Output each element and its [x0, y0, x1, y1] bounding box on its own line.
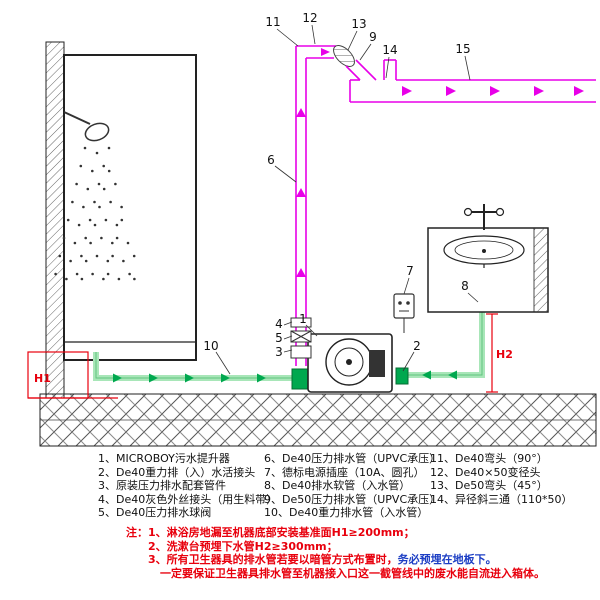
callout-5: 5 — [275, 331, 283, 345]
power-socket — [393, 293, 415, 333]
note-line-1: 注：1、淋浴房地漏至机器底部安装基准面H1≥200mm； — [126, 526, 415, 539]
pump-unit — [307, 333, 393, 393]
callout-4: 4 — [275, 317, 283, 331]
callout-7: 7 — [406, 264, 414, 278]
diagonal-pipe-run — [345, 59, 397, 81]
callout-13: 13 — [351, 17, 366, 31]
note-line-2: 2、洗漱台预埋下水管H2≥300mm； — [148, 539, 338, 553]
flow-arrow-right-icons — [113, 373, 266, 383]
gravity-drain-pipe-left — [93, 352, 292, 383]
duct-flow-right-icons — [402, 86, 584, 96]
callout-1: 1 — [299, 312, 307, 326]
reducer-fitting — [333, 45, 355, 67]
left-wall — [45, 41, 65, 399]
main-discharge-duct — [349, 79, 596, 103]
callout-15: 15 — [455, 42, 470, 56]
sink-unit — [427, 227, 549, 313]
shower-head-icon — [63, 111, 110, 142]
flow-arrow-left-icons — [422, 370, 457, 380]
faucet-icon — [463, 204, 505, 230]
callout-3: 3 — [275, 345, 283, 359]
callout-11: 11 — [265, 15, 280, 29]
note-line-3-blue: 务必预埋在地板下。 — [397, 553, 497, 566]
shower-spray-dots — [54, 146, 136, 281]
callout-2: 2 — [413, 339, 421, 353]
callout-12: 12 — [302, 11, 317, 25]
gravity-drain-pipe-right — [406, 306, 485, 380]
inlet-connectors — [291, 367, 409, 390]
callout-8: 8 — [461, 279, 469, 293]
h2-label: H2 — [496, 348, 513, 361]
fitting-stack — [290, 317, 312, 359]
pressure-discharge-pipe — [295, 45, 336, 366]
callout-14: 14 — [382, 43, 397, 57]
shower-stall — [63, 54, 197, 361]
h1-dimension — [27, 351, 118, 399]
discharge-flow-up-icons — [296, 48, 330, 277]
note-line-3-red: 3、所有卫生器具的排水管若要以暗管方式布置时， — [148, 553, 398, 566]
install-notes: 注：1、淋浴房地漏至机器底部安装基准面H1≥200mm； 2、洗漱台预埋下水管H… — [0, 526, 600, 580]
ground-hatch — [39, 393, 597, 447]
callout-9: 9 — [369, 30, 377, 44]
note-line-3: 3、所有卫生器具的排水管若要以暗管方式布置时，务必预埋在地板下。 — [148, 553, 600, 567]
note-line-4: 一定要保证卫生器具排水管至机器接入口这一截管线中的废水能自流进入箱体。 — [160, 566, 545, 580]
leader-lines — [215, 24, 479, 375]
callout-6: 6 — [267, 153, 275, 167]
h2-dimension — [486, 313, 498, 393]
callout-10: 10 — [203, 339, 218, 353]
h1-label: H1 — [34, 372, 51, 385]
